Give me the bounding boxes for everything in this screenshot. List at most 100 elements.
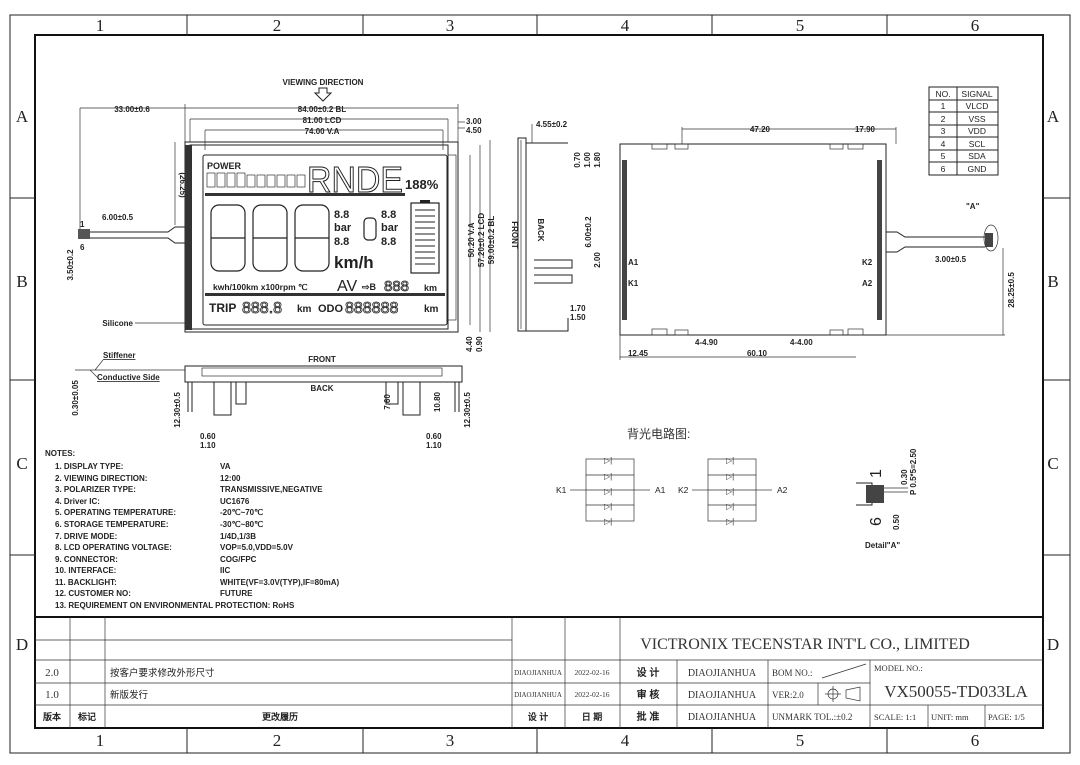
- dim-section-1080: 10.80: [433, 391, 442, 412]
- back-pin-k1: K1: [628, 279, 639, 288]
- svg-text:▷|: ▷|: [604, 517, 612, 526]
- note-value: WHITE(VF=3.0V(TYP),IF=80mA): [220, 578, 339, 587]
- grid-col-5: 5: [796, 16, 805, 35]
- detail-a: 1 6 0.30 P 0.5*5=2.50 0.50 Detail"A": [856, 448, 918, 550]
- role-name: DIAOJIANHUA: [688, 712, 757, 723]
- back-pin-a1: A1: [628, 258, 639, 267]
- circuit-k2: K2: [678, 485, 689, 495]
- tolerance-label: UNMARK TOL.:±0.2: [772, 712, 852, 722]
- svg-text:▷|: ▷|: [726, 517, 734, 526]
- lcd-divider-bottom: [205, 293, 445, 296]
- led-array-right: [692, 458, 772, 522]
- grid-row-d-right: D: [1047, 635, 1059, 654]
- backlight-circuit: 背光电路图: ▷|▷|▷|▷|▷| K1 A1 ▷|▷|▷|▷|▷| K2 A2: [556, 426, 788, 526]
- lcd-range-value: 888: [384, 278, 409, 295]
- dim-fpc-tail: 3.50±0.2: [66, 249, 75, 281]
- lcd-speed-unit: km/h: [334, 253, 374, 272]
- note-label: 9. CONNECTOR:: [55, 555, 118, 564]
- grid-col-3: 3: [446, 16, 455, 35]
- scale-label: SCALE: 1:1: [874, 712, 916, 722]
- grid-row-a: A: [16, 107, 29, 126]
- grid-col-1: 1: [96, 16, 105, 35]
- note-value: TRANSMISSIVE,NEGATIVE: [220, 485, 323, 494]
- dim-side-pin-width: 6.00±0.2: [584, 216, 593, 248]
- section-front-label: FRONT: [308, 355, 336, 364]
- dim-section-right-height: 12.30±0.5: [463, 392, 472, 428]
- header-date: 日 期: [582, 711, 603, 722]
- lcd-trip-value: 888.8: [242, 300, 282, 317]
- dim-back-top-right: 17.90: [855, 125, 876, 134]
- dim-back-bottom-left: 12.45: [628, 349, 649, 358]
- note-value: -30℃~80℃: [220, 520, 263, 529]
- dim-section-thickness: 0.30±0.05: [71, 380, 80, 416]
- revision-description: 新版发行: [110, 689, 149, 701]
- grid-col-3-bottom: 3: [446, 731, 455, 750]
- note-value: UC1676: [220, 497, 250, 506]
- lcd-units-row: kwh/100km x100rpm ℃: [213, 282, 308, 292]
- company-name: VICTRONIX TECENSTAR INT'L CO., LIMITED: [640, 636, 970, 653]
- grid-col-6-bottom: 6: [971, 731, 980, 750]
- side-front-label: FRONT: [510, 221, 519, 249]
- svg-text:▷|: ▷|: [726, 472, 734, 481]
- dim-back-fpc-offset: 28.25±0.5: [1007, 272, 1016, 308]
- projection-symbol-icon: [825, 686, 861, 702]
- dim-fpc-width: 6.00±0.5: [102, 213, 134, 222]
- dim-section-760: 7.60: [383, 394, 392, 410]
- svg-text:▷|: ▷|: [726, 502, 734, 511]
- bom-no-label: BOM NO.:: [772, 668, 813, 678]
- role-name: DIAOJIANHUA: [688, 690, 757, 701]
- silicone-strip: [185, 145, 192, 330]
- pin-table-header-signal: SIGNAL: [961, 89, 992, 99]
- role-label: 设 计: [637, 666, 660, 679]
- grid-col-2: 2: [273, 16, 282, 35]
- grid-col-4: 4: [621, 16, 630, 35]
- dim-va-width: 74.00 V.A: [305, 127, 340, 136]
- dim-bottom-440: 4.40: [465, 336, 474, 352]
- lcd-battery-percent: 188%: [405, 177, 439, 192]
- lcd-battery-gauge-icon: [410, 200, 440, 274]
- revision-designer: DIAOJIANHUA: [514, 669, 562, 677]
- led-array-left: [570, 458, 650, 522]
- back-pin-a2: A2: [862, 279, 873, 288]
- lcd-trip-unit: km: [297, 304, 312, 315]
- car-tire-icon: [363, 217, 377, 241]
- side-back-label: BACK: [536, 218, 545, 241]
- notes-title: NOTES:: [45, 449, 75, 458]
- role-name: DIAOJIANHUA: [688, 668, 757, 679]
- pin-table-no: 6: [941, 164, 946, 174]
- pin-table: NO. SIGNAL 1 VLCD 2 VSS 3 VDD 4 SCL 5 SD…: [928, 86, 999, 176]
- dim-section-right-060: 0.60: [426, 432, 442, 441]
- lcd-pressure-bottom-left: 8.8: [334, 236, 349, 248]
- lcd-power-label: POWER: [207, 161, 242, 171]
- dim-back-fpc-width: 3.00±0.5: [935, 255, 967, 264]
- detail-a-dim-050: 0.50: [892, 514, 901, 530]
- note-value: VA: [220, 462, 231, 471]
- circuit-a1: A1: [655, 485, 666, 495]
- lcd-power-bars: [206, 172, 306, 188]
- detail-a-callout: "A": [966, 202, 980, 211]
- pin-table-signal: SCL: [969, 139, 986, 149]
- revision-description: 按客户要求修改外形尺寸: [110, 667, 215, 679]
- title-block: VICTRONIX TECENSTAR INT'L CO., LIMITED 2…: [35, 616, 1043, 728]
- note-label: 5. OPERATING TEMPERATURE:: [55, 508, 176, 517]
- grid-row-c: C: [16, 454, 27, 473]
- detail-a-pin-1: 1: [868, 469, 885, 478]
- silicone-label: Silicone: [102, 319, 133, 328]
- outer-frame: [9, 14, 1071, 754]
- pin-table-signal: SDA: [968, 151, 986, 161]
- dim-side-070: 0.70: [573, 152, 582, 168]
- section-back-label: BACK: [310, 384, 333, 393]
- unit-label: UNIT: mm: [931, 712, 969, 722]
- header-history: 更改履历: [262, 711, 298, 722]
- back-view: 47.20 17.90 12.45 60.10 4-4.90 4-4.00 A1…: [619, 86, 1016, 360]
- lcd-trip-label: TRIP: [209, 301, 236, 315]
- note-label: 1. DISPLAY TYPE:: [55, 462, 123, 471]
- pin-table-no: 3: [941, 126, 946, 136]
- note-label: 8. LCD OPERATING VOLTAGE:: [55, 543, 172, 552]
- grid-labels: 1 2 3 4 5 6 1 2 3 4 5 6 A B C D A B C D: [16, 16, 1060, 750]
- lcd-viewing-area: [202, 154, 448, 326]
- note-label: 3. POLARIZER TYPE:: [55, 485, 136, 494]
- dim-side-180: 1.80: [593, 152, 602, 168]
- grid-col-1-bottom: 1: [96, 731, 105, 750]
